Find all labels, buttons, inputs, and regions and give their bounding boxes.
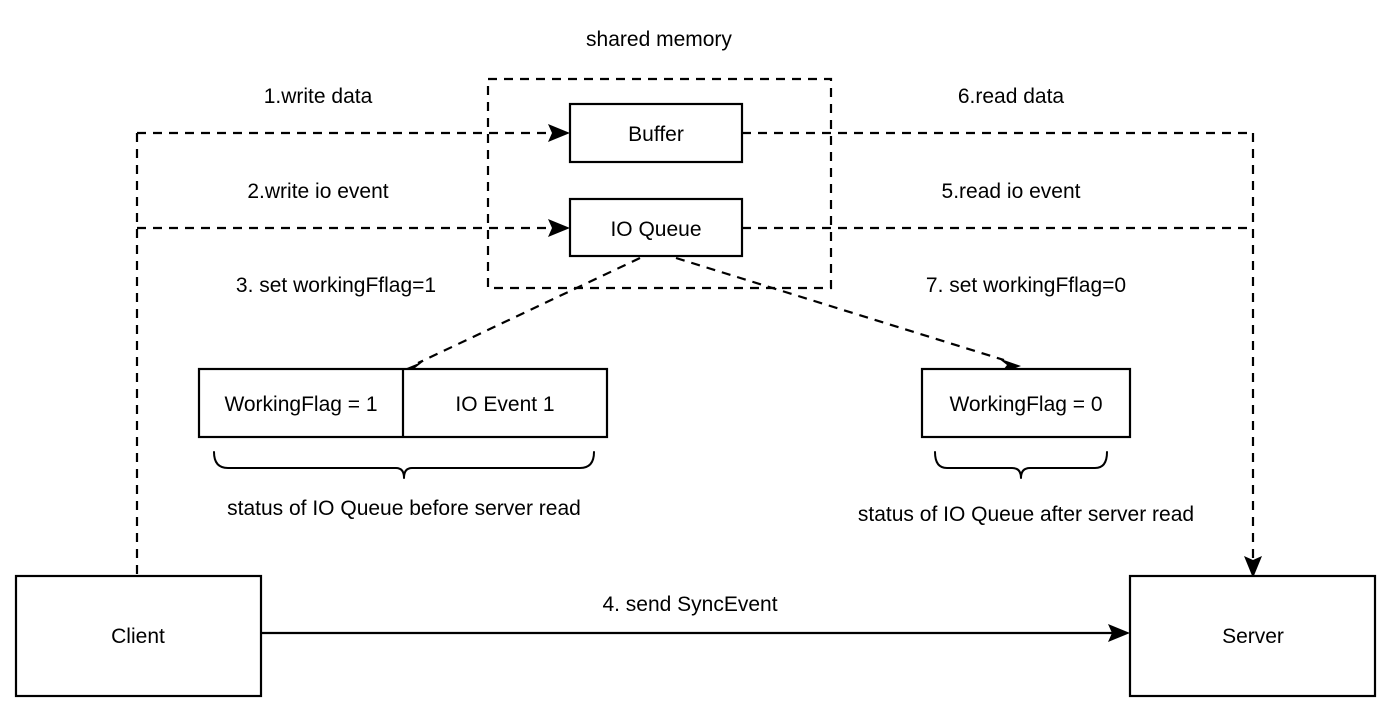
buffer-box-label: Buffer bbox=[628, 123, 684, 146]
step-6-label: 6.read data bbox=[958, 85, 1065, 108]
io-event-1-label: IO Event 1 bbox=[455, 393, 554, 416]
step-1-arrowhead-icon bbox=[548, 124, 570, 142]
step-4-label: 4. send SyncEvent bbox=[602, 593, 777, 616]
after-status-brace bbox=[934, 451, 1108, 479]
working-flag-after-label: WorkingFlag = 0 bbox=[949, 393, 1102, 416]
step-4-arrowhead-icon bbox=[1108, 624, 1130, 642]
client-box-label: Client bbox=[111, 625, 165, 648]
step-5-label: 5.read io event bbox=[942, 180, 1081, 203]
working-flag-before-label: WorkingFlag = 1 bbox=[224, 393, 377, 416]
before-status-caption: status of IO Queue before server read bbox=[227, 497, 581, 520]
after-status-caption: status of IO Queue after server read bbox=[858, 503, 1194, 526]
step-7-label: 7. set workingFflag=0 bbox=[926, 274, 1126, 297]
shared-memory-region bbox=[486, 77, 833, 290]
after-status-box bbox=[920, 367, 1132, 439]
server-box bbox=[1128, 574, 1377, 698]
io-queue-to-before-status-line bbox=[417, 257, 641, 364]
step-2-label: 2.write io event bbox=[247, 180, 388, 203]
io-queue-box-label: IO Queue bbox=[610, 218, 701, 241]
client-box bbox=[14, 574, 263, 698]
step-2-arrowhead-icon bbox=[548, 219, 570, 237]
io-queue-box bbox=[568, 197, 744, 258]
step-3-label: 3. set workingFflag=1 bbox=[236, 274, 436, 297]
server-feed-arrowhead-icon bbox=[1244, 556, 1262, 578]
before-status-brace bbox=[213, 451, 595, 479]
server-box-label: Server bbox=[1222, 625, 1284, 648]
shared-memory-label: shared memory bbox=[586, 28, 732, 51]
step-1-label: 1.write data bbox=[264, 85, 373, 108]
